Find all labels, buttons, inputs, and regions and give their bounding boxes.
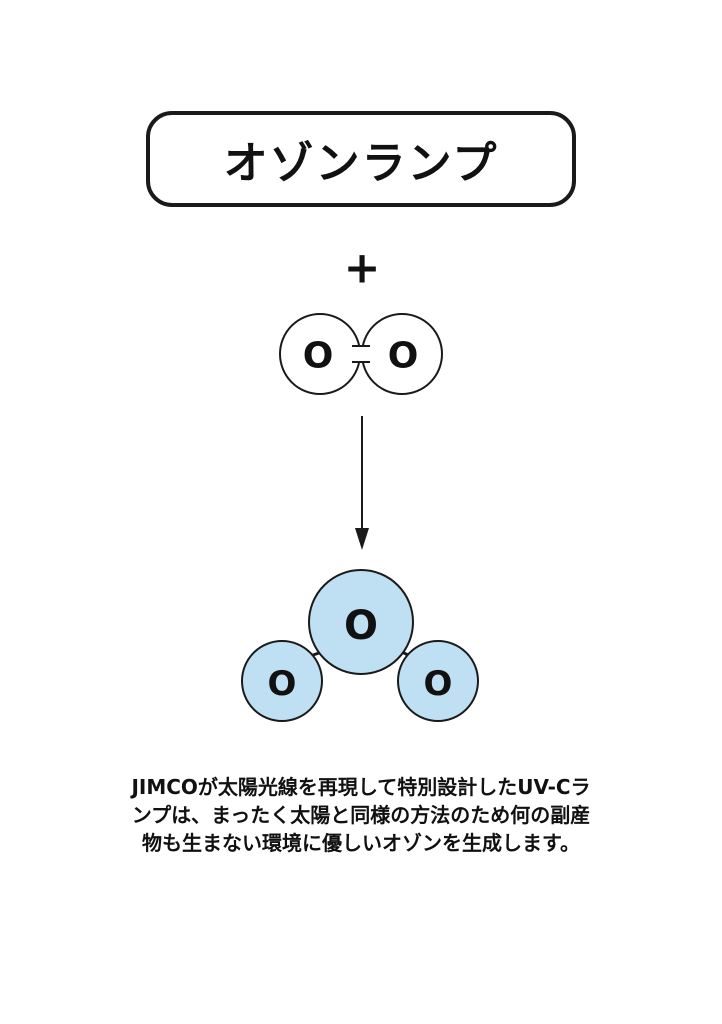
ozone-molecule: O O O <box>241 569 479 722</box>
arrow-head-icon <box>355 528 369 550</box>
ozone-atom-center <box>308 569 414 675</box>
reaction-arrow <box>355 416 369 550</box>
caption-line-3: 物も生まない環境に優しいオゾンを生成します。 <box>142 831 580 855</box>
caption-line-2: ンプは、まったく太陽と同様の方法のため何の副産 <box>131 803 591 827</box>
ozone-atom-label-center: O <box>344 603 378 649</box>
ozone-atom-label-right: O <box>424 664 453 704</box>
page-title: オゾンランプ <box>223 138 499 189</box>
plus-symbol: + <box>344 243 381 294</box>
oxygen-atom-label-left: O <box>303 336 334 377</box>
description-caption: JIMCOが太陽光線を再現して特別設計したUV-Cラ ンプは、まったく太陽と同様… <box>70 773 652 857</box>
ozone-atom-label-left: O <box>268 664 297 704</box>
ozone-atom-left <box>241 640 323 722</box>
ozone-atom-right <box>397 640 479 722</box>
caption-line-1: JIMCOが太陽光線を再現して特別設計したUV-Cラ <box>131 775 591 799</box>
oxygen-bond-mask <box>350 346 372 362</box>
title-box: オゾンランプ <box>146 111 576 207</box>
oxygen-molecule: O O <box>279 313 443 395</box>
oxygen-atom-label-right: O <box>388 336 419 377</box>
